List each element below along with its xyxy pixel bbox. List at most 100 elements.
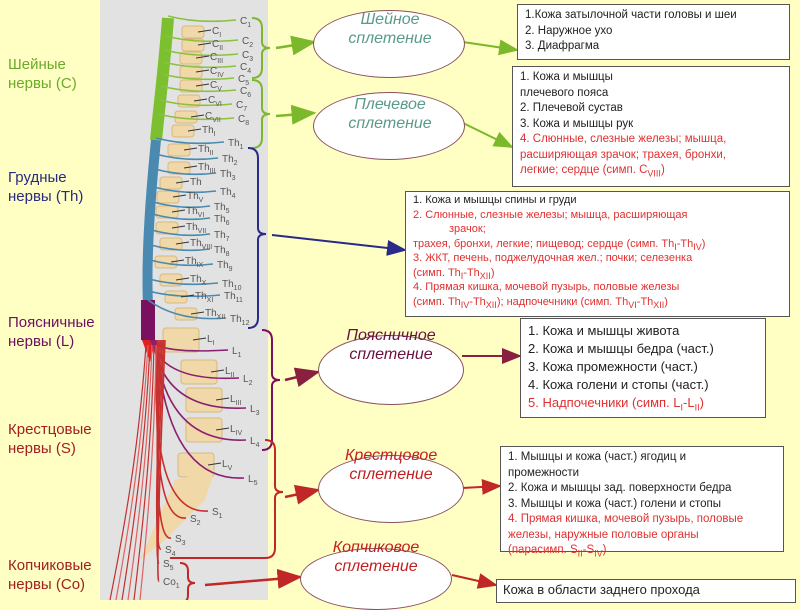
vertebra-pointer (170, 259, 185, 263)
box-line: 1. Кожа и мышцы живота (528, 323, 680, 338)
vertebra-label: CVII (205, 111, 221, 124)
lumbar-plexus-box: 1. Кожа и мышцы живота 2. Кожа и мышцы б… (520, 318, 766, 418)
brace-sacral (170, 439, 284, 559)
vertebra-pointer (215, 427, 230, 431)
box-line: 3. Кожа и мышцы рук (520, 117, 634, 130)
box-line: 2. Плечевой сустав (520, 102, 623, 114)
vertebra-pointer (175, 180, 190, 184)
nerve-root-c6 (160, 85, 237, 93)
brace-thoracic (247, 147, 267, 329)
vertebra-label: CV (210, 80, 222, 93)
vertebra-pointer (172, 194, 187, 198)
nerve-label: C1 (240, 16, 251, 29)
vertebra-label: LIII (230, 394, 241, 407)
box-line: 2. Наружное ухо (525, 24, 613, 37)
vertebra-pointer (190, 114, 205, 118)
nerve-label: L3 (250, 404, 260, 417)
box-line: 4. Прямая кишка, мочевой пузырь, половые… (413, 281, 680, 293)
vertebra-label: CIII (210, 52, 223, 65)
box-line: 1. Кожа и мышцы спины и груди (413, 194, 577, 206)
spinal-cord-cervical (150, 17, 174, 141)
nerve-label: C4 (240, 62, 251, 75)
vertebra-pointer (193, 98, 208, 102)
box-line: 1. Мышцы и кожа (част.) ягодиц и (508, 451, 687, 463)
vertebra-label: ThXII (205, 308, 225, 321)
spinal-cord-thoracic (142, 139, 161, 306)
box-line: 3. ЖКТ, печень, поджелудочная жел.; почк… (413, 252, 693, 264)
nerve-label: C2 (242, 36, 253, 49)
nerve-root-c3 (164, 49, 239, 57)
vertebra-pointer (215, 397, 230, 401)
nerve-label: C6 (240, 86, 251, 99)
lumbar-plexus-label: Поясничное сплетение (346, 327, 436, 363)
box-line: расширяющая зрачок; трахея, бронхи, (520, 148, 727, 161)
vertebra-pointer (195, 69, 210, 73)
brace-coccygeal (179, 562, 196, 600)
vertebra-body (171, 124, 195, 138)
vertebra-body (159, 176, 183, 190)
box-line: промежности (508, 466, 580, 479)
cauda-equina-strand (121, 344, 151, 600)
vertebra-pointer (197, 42, 212, 46)
vertebra-label: ThX (190, 274, 207, 287)
vertebra-body (179, 79, 203, 93)
cauda-equina-strand (109, 344, 147, 600)
box-line: 2. Слюнные, слезные железы; мышца, расши… (413, 208, 688, 221)
nerve-label: L4 (250, 436, 260, 449)
arrow-coccygeal (204, 568, 303, 589)
cauda-equina-strand (127, 344, 153, 600)
nerve-root-s1 (155, 339, 209, 512)
nerve-root-c1 (167, 15, 237, 23)
box-line: зрачок; (449, 223, 486, 235)
arrow-cervical-box (462, 39, 519, 56)
vertebra-pointer (187, 128, 202, 132)
arrow-sacral (284, 484, 321, 505)
box-line: 2. Кожа и мышцы зад. поверхности бедра (508, 482, 732, 494)
brachial-plexus-box: 1. Кожа и мышцы плечевого пояса 2. Плече… (512, 66, 790, 187)
nerve-label: Th10 (222, 279, 242, 292)
vertebra-label: Th (190, 177, 202, 188)
nerve-label: C5 (238, 74, 249, 87)
nerve-root-co1 (157, 339, 166, 582)
nerve-root-s2 (156, 339, 187, 519)
vertebra-label: ThII (198, 144, 214, 157)
vertebra-pointer (207, 462, 222, 466)
nerve-label: S2 (190, 514, 201, 527)
box-line: 1.Кожа затылочной части головы и шеи (525, 9, 737, 21)
sacrum (140, 470, 215, 560)
vertebra-label: LII (225, 366, 235, 379)
box-line: железы, наружные половые органы (508, 528, 699, 541)
vertebra-body (181, 25, 205, 39)
nerve-root-c2 (165, 35, 239, 43)
nerve-label: Th12 (230, 314, 250, 327)
vertebra-label: ThVIII (190, 238, 212, 251)
box-line: 3. Кожа промежности (част.) (528, 359, 698, 374)
vertebra-label: ThI (202, 125, 216, 138)
box-line: (парасимп. SII-SIV) (508, 544, 607, 559)
nerve-root-c5 (162, 73, 235, 81)
nerve-label: Th2 (222, 154, 238, 167)
vertebra-pointer (183, 147, 198, 151)
vertebra-pointer (175, 277, 190, 281)
nerve-root-s4 (155, 339, 163, 550)
vertebra-label: CI (212, 26, 221, 39)
box-line: легкие; сердце (симп. CVIII) (520, 164, 665, 179)
box-line: трахея, бронхи, легкие; пищевод; сердце … (413, 237, 706, 252)
nerve-label: L1 (232, 346, 242, 359)
arrow-thoracic (271, 234, 407, 256)
nerve-label: L5 (248, 474, 258, 487)
nerve-root-th3 (154, 168, 217, 176)
vertebra-label: ThVI (186, 206, 204, 219)
nerve-root-th7 (151, 229, 211, 237)
arrow-brachial (275, 104, 317, 125)
box-line: плечевого пояса (520, 86, 609, 99)
vertebra-pointer (195, 55, 210, 59)
nerve-label: Th5 (214, 202, 230, 215)
vertebra-pointer (192, 337, 207, 341)
nerve-root-c7 (159, 99, 233, 107)
vertebra-label: LI (207, 334, 215, 347)
nerve-root-th12 (147, 299, 227, 320)
vertebra-pointer (171, 209, 186, 213)
nerve-label: Th8 (214, 245, 230, 258)
